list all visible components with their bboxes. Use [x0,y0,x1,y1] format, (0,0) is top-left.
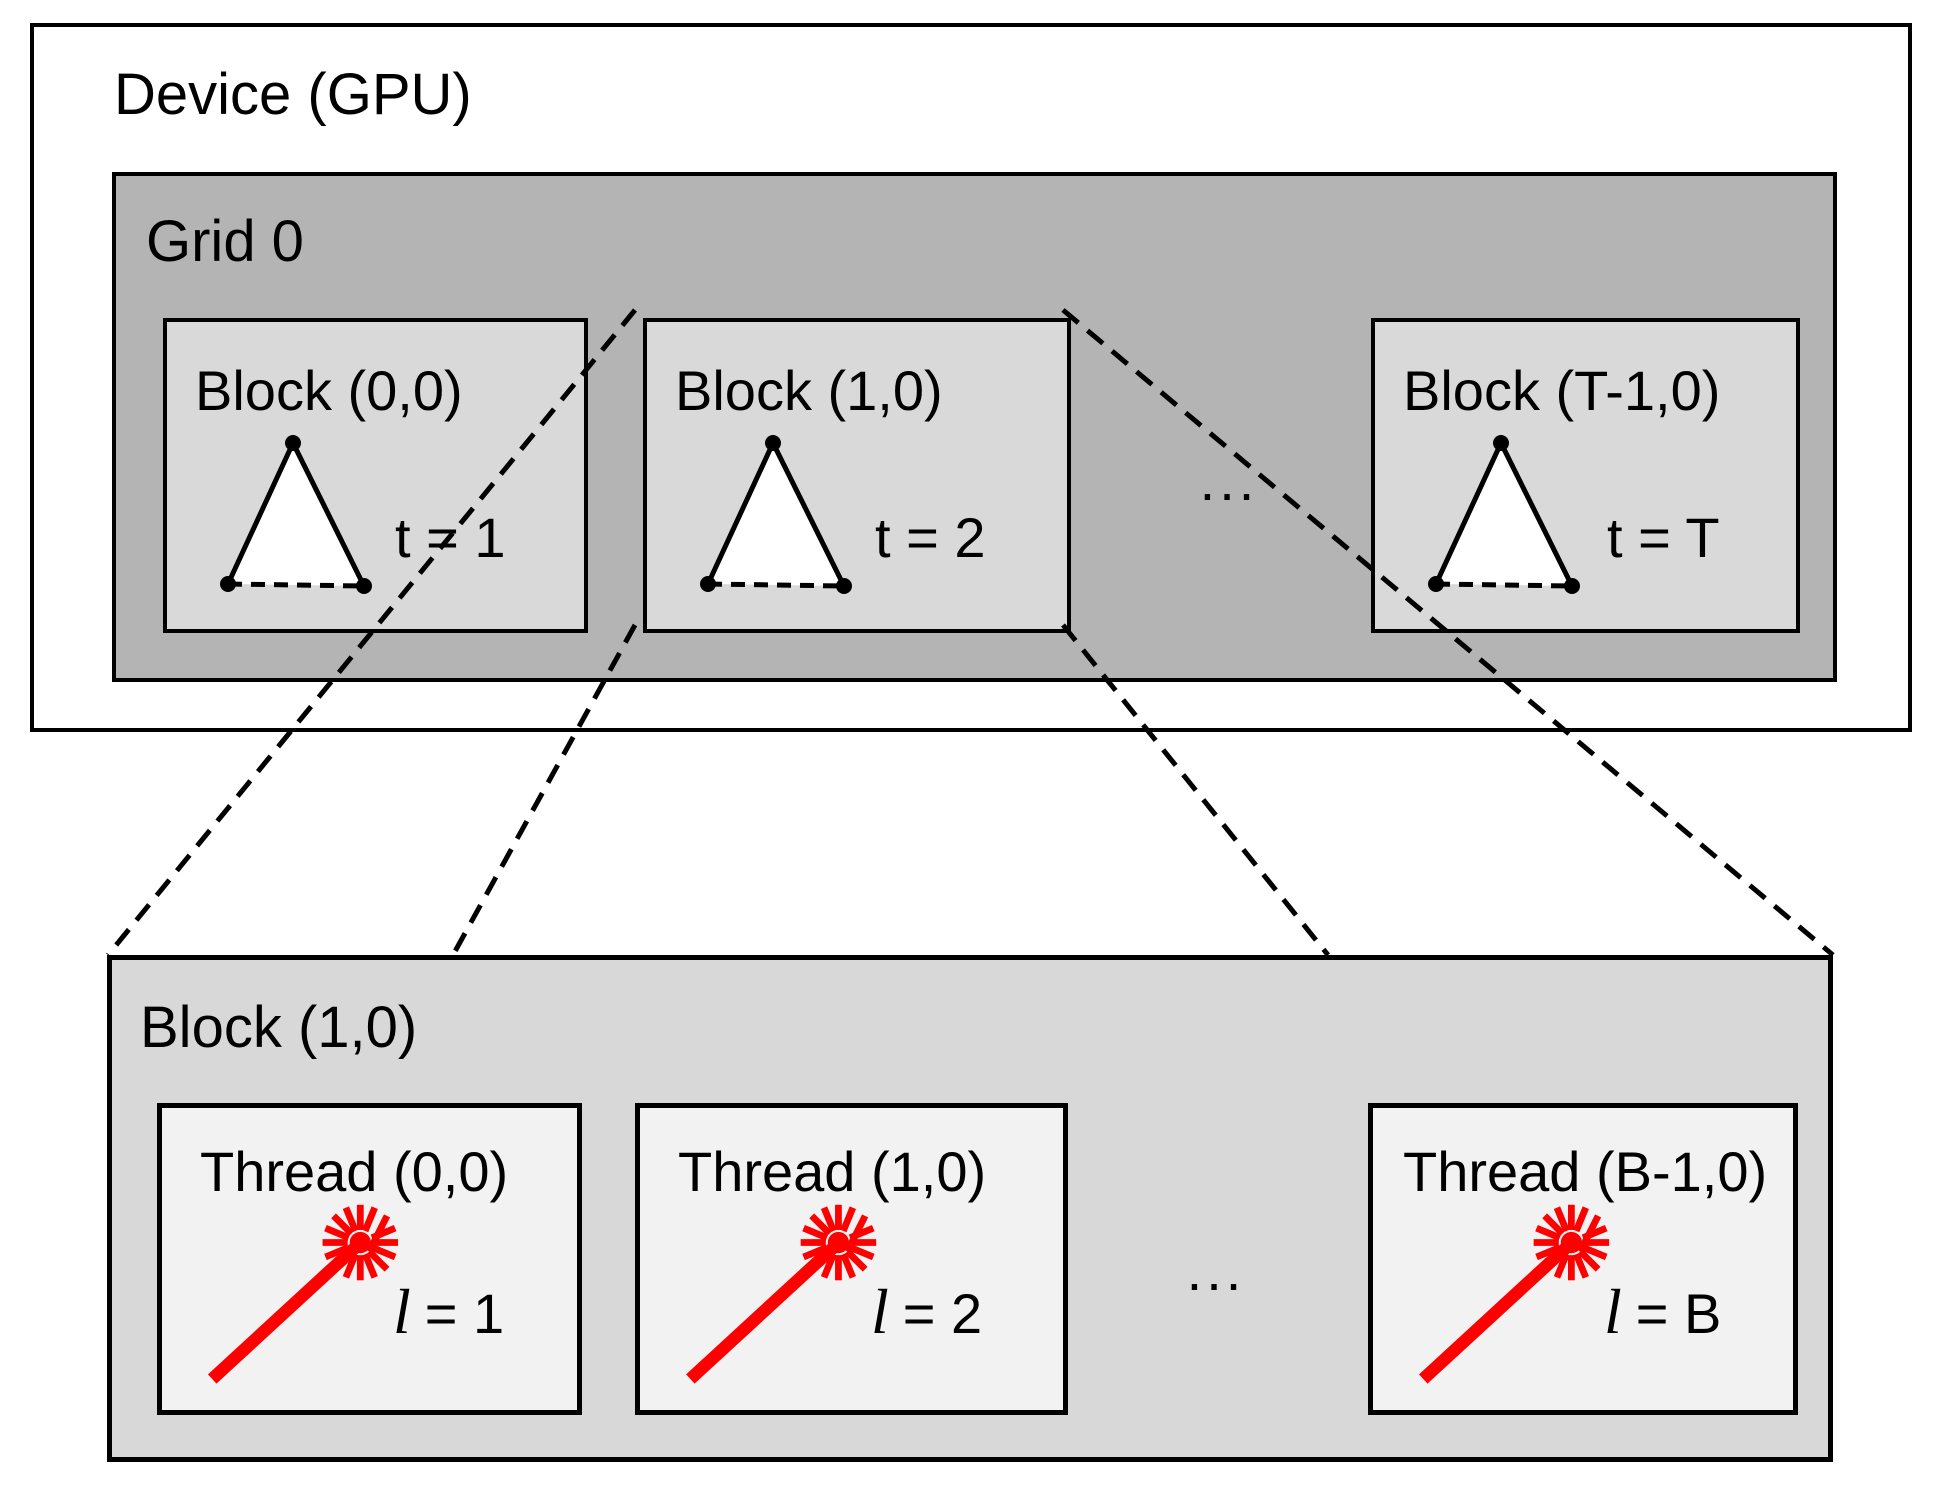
ray-eq: = 2 [902,1282,983,1345]
ray-count-label: l = B [1604,1280,1721,1344]
grid-box: Grid 0 Block (0,0) t = 1 Block (1,0) t =… [112,172,1837,682]
grid-block-0-title: Block (0,0) [195,359,463,422]
grid-block-1: Block (1,0) t = 2 [643,318,1071,633]
block-detail-box: Block (1,0) Thread (0,0) l = 1 Thread (1… [107,955,1833,1462]
grid-block-2-title: Block (T-1,0) [1403,359,1721,422]
ell-symbol: l [1604,1276,1622,1347]
ray-eq: = B [1635,1282,1722,1345]
thread-box-0: Thread (0,0) l = 1 [157,1103,582,1415]
grid-block-1-title: Block (1,0) [675,359,943,422]
thread-box-1-title: Thread (1,0) [678,1140,987,1203]
device-gpu-box: Device (GPU) Grid 0 Block (0,0) t = 1 Bl… [30,23,1912,732]
ray-count-label: l = 2 [871,1280,982,1344]
ell-symbol: l [871,1276,889,1347]
thread-box-1: Thread (1,0) l = 2 [635,1103,1068,1415]
time-step-label: t = T [1607,506,1720,569]
triangle-icon [212,425,382,605]
ell-symbol: l [393,1276,411,1347]
laser-ray-icon [207,1108,577,1384]
grid-block-2: Block (T-1,0) t = T [1371,318,1800,633]
grid-block-0: Block (0,0) t = 1 [163,318,588,633]
grid-title: Grid 0 [146,209,304,274]
block-detail-title: Block (1,0) [140,995,418,1060]
triangle-icon [692,425,862,605]
laser-ray-icon [1419,1108,1793,1384]
ray-eq: = 1 [424,1282,505,1345]
thread-box-0-title: Thread (0,0) [200,1140,509,1203]
thread-ellipsis: ... [1186,1239,1246,1302]
grid-ellipsis: ... [1199,449,1259,512]
time-step-label: t = 2 [875,506,986,569]
thread-box-2: Thread (B-1,0) l = B [1368,1103,1798,1415]
time-step-label: t = 1 [395,506,506,569]
thread-box-2-title: Thread (B-1,0) [1403,1140,1768,1203]
triangle-icon [1420,425,1590,605]
laser-ray-icon [686,1108,1063,1384]
ray-count-label: l = 1 [393,1280,504,1344]
device-title: Device (GPU) [114,62,472,127]
